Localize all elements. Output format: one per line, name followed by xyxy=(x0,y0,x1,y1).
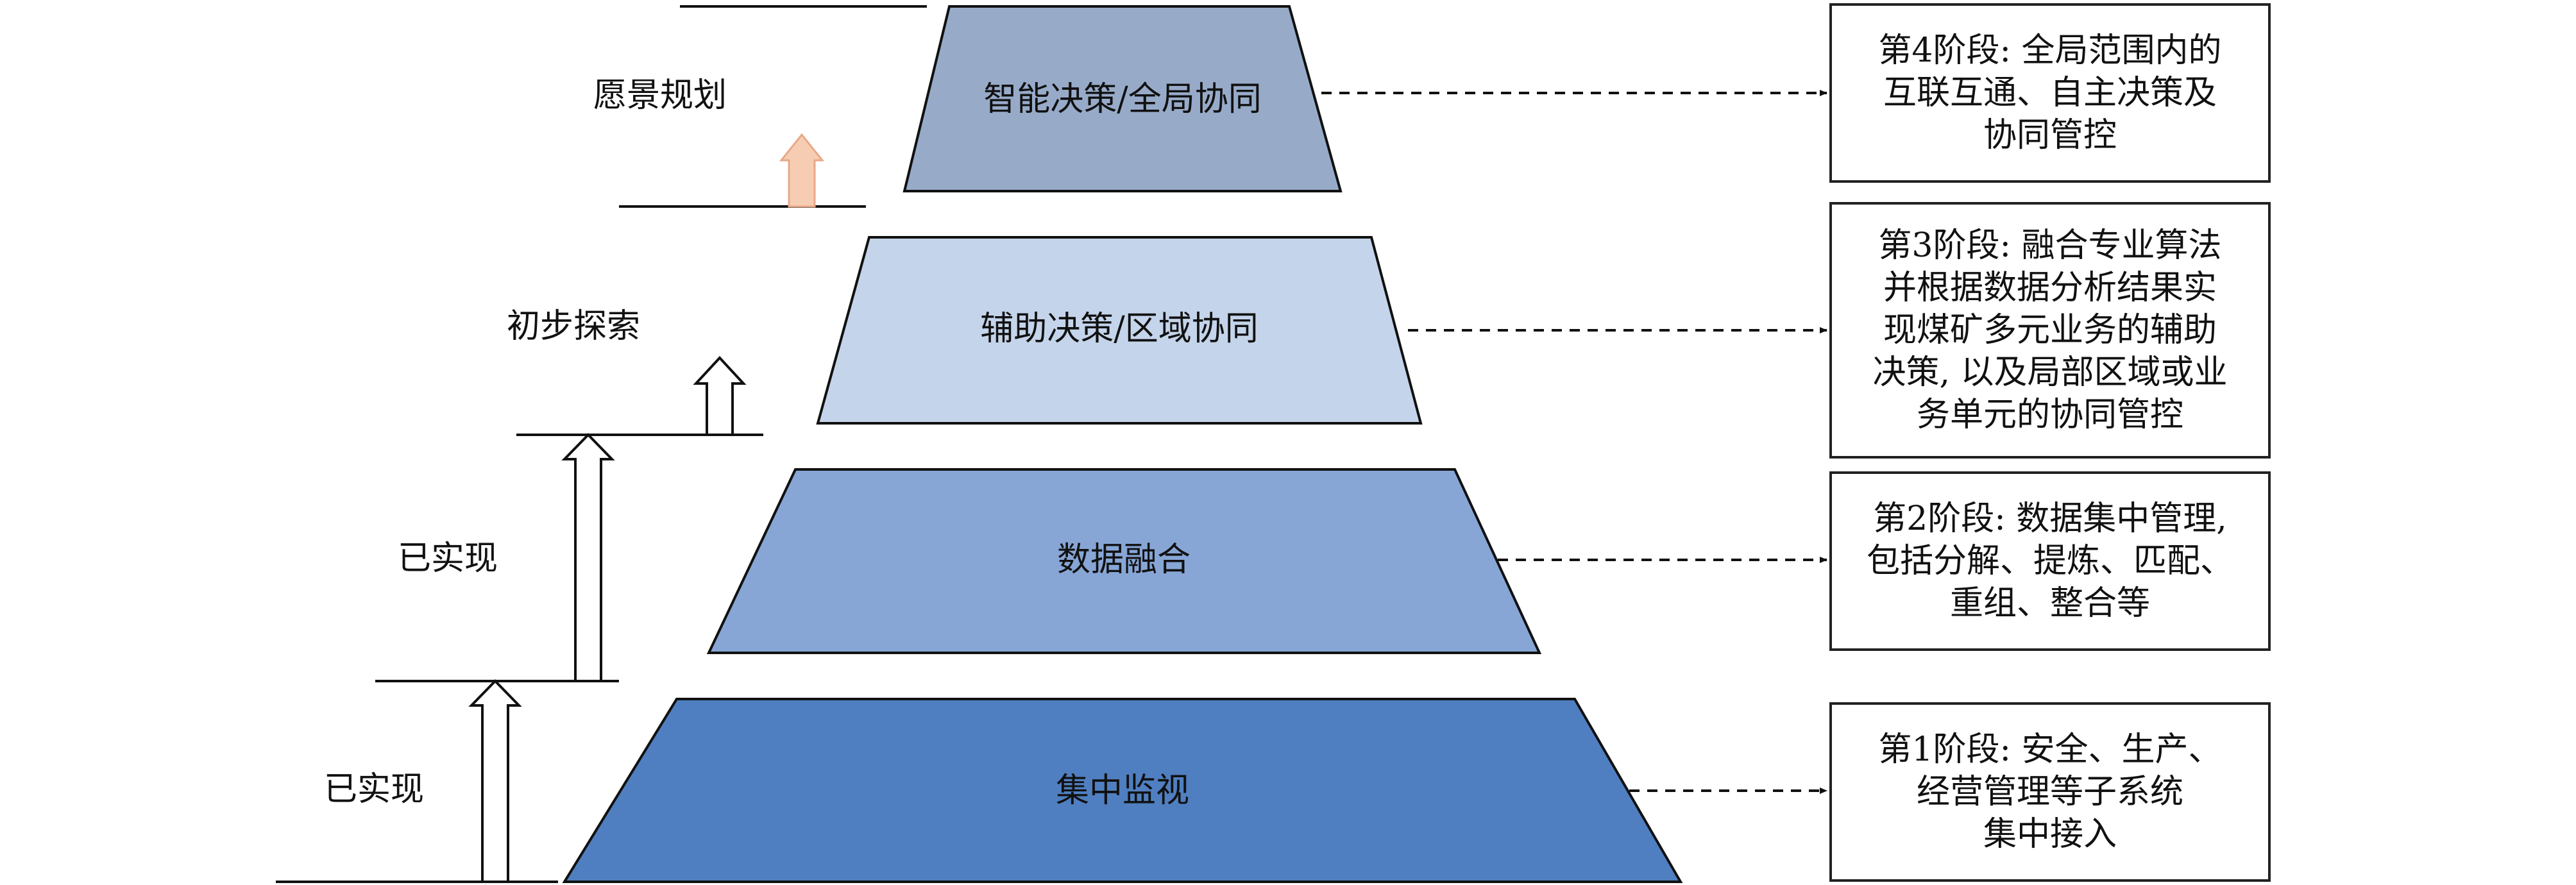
vision-up-arrow xyxy=(779,133,825,208)
stage-1-description-box: 第1阶段: 安全、生产、 经营管理等子系统 集中接入 xyxy=(1829,702,2271,882)
stage-4-description-box: 第4阶段: 全局范围内的 互联互通、自主决策及 协同管控 xyxy=(1829,3,2271,183)
stage-3-description: 第3阶段: 融合专业算法 并根据数据分析结果实 现煤矿多元业务的辅助 决策, 以… xyxy=(1872,226,2228,434)
tier-3-label: 数据融合 xyxy=(1057,541,1191,579)
stage-4-description: 第4阶段: 全局范围内的 互联互通、自主决策及 协同管控 xyxy=(1878,31,2222,155)
side-label-achieved-lower: 已实现 xyxy=(324,770,424,809)
achieved-up-arrow-lower xyxy=(468,679,522,883)
tier-2-label: 辅助决策/区域协同 xyxy=(980,310,1258,348)
stage-2-description-box: 第2阶段: 数据集中管理, 包括分解、提炼、匹配、 重组、整合等 xyxy=(1829,471,2271,651)
side-label-explore: 初步探索 xyxy=(507,307,640,346)
tier-4-trapezoid xyxy=(562,698,1683,883)
stage-1-description: 第1阶段: 安全、生产、 经营管理等子系统 集中接入 xyxy=(1878,730,2222,854)
tier-4-label: 集中监视 xyxy=(1056,771,1189,810)
tier-1-trapezoid xyxy=(902,5,1343,192)
stage-3-description-box: 第3阶段: 融合专业算法 并根据数据分析结果实 现煤矿多元业务的辅助 决策, 以… xyxy=(1829,202,2271,459)
explore-up-arrow xyxy=(693,356,747,436)
tier-1-label: 智能决策/全局协同 xyxy=(983,80,1262,119)
achieved-up-arrow-upper xyxy=(561,433,615,682)
tier-3-trapezoid xyxy=(706,468,1542,654)
side-label-vision: 愿景规划 xyxy=(593,76,727,115)
tier-2-trapezoid xyxy=(816,236,1423,425)
side-label-achieved-upper: 已实现 xyxy=(398,539,498,578)
stage-2-description: 第2阶段: 数据集中管理, 包括分解、提炼、匹配、 重组、整合等 xyxy=(1866,500,2233,623)
